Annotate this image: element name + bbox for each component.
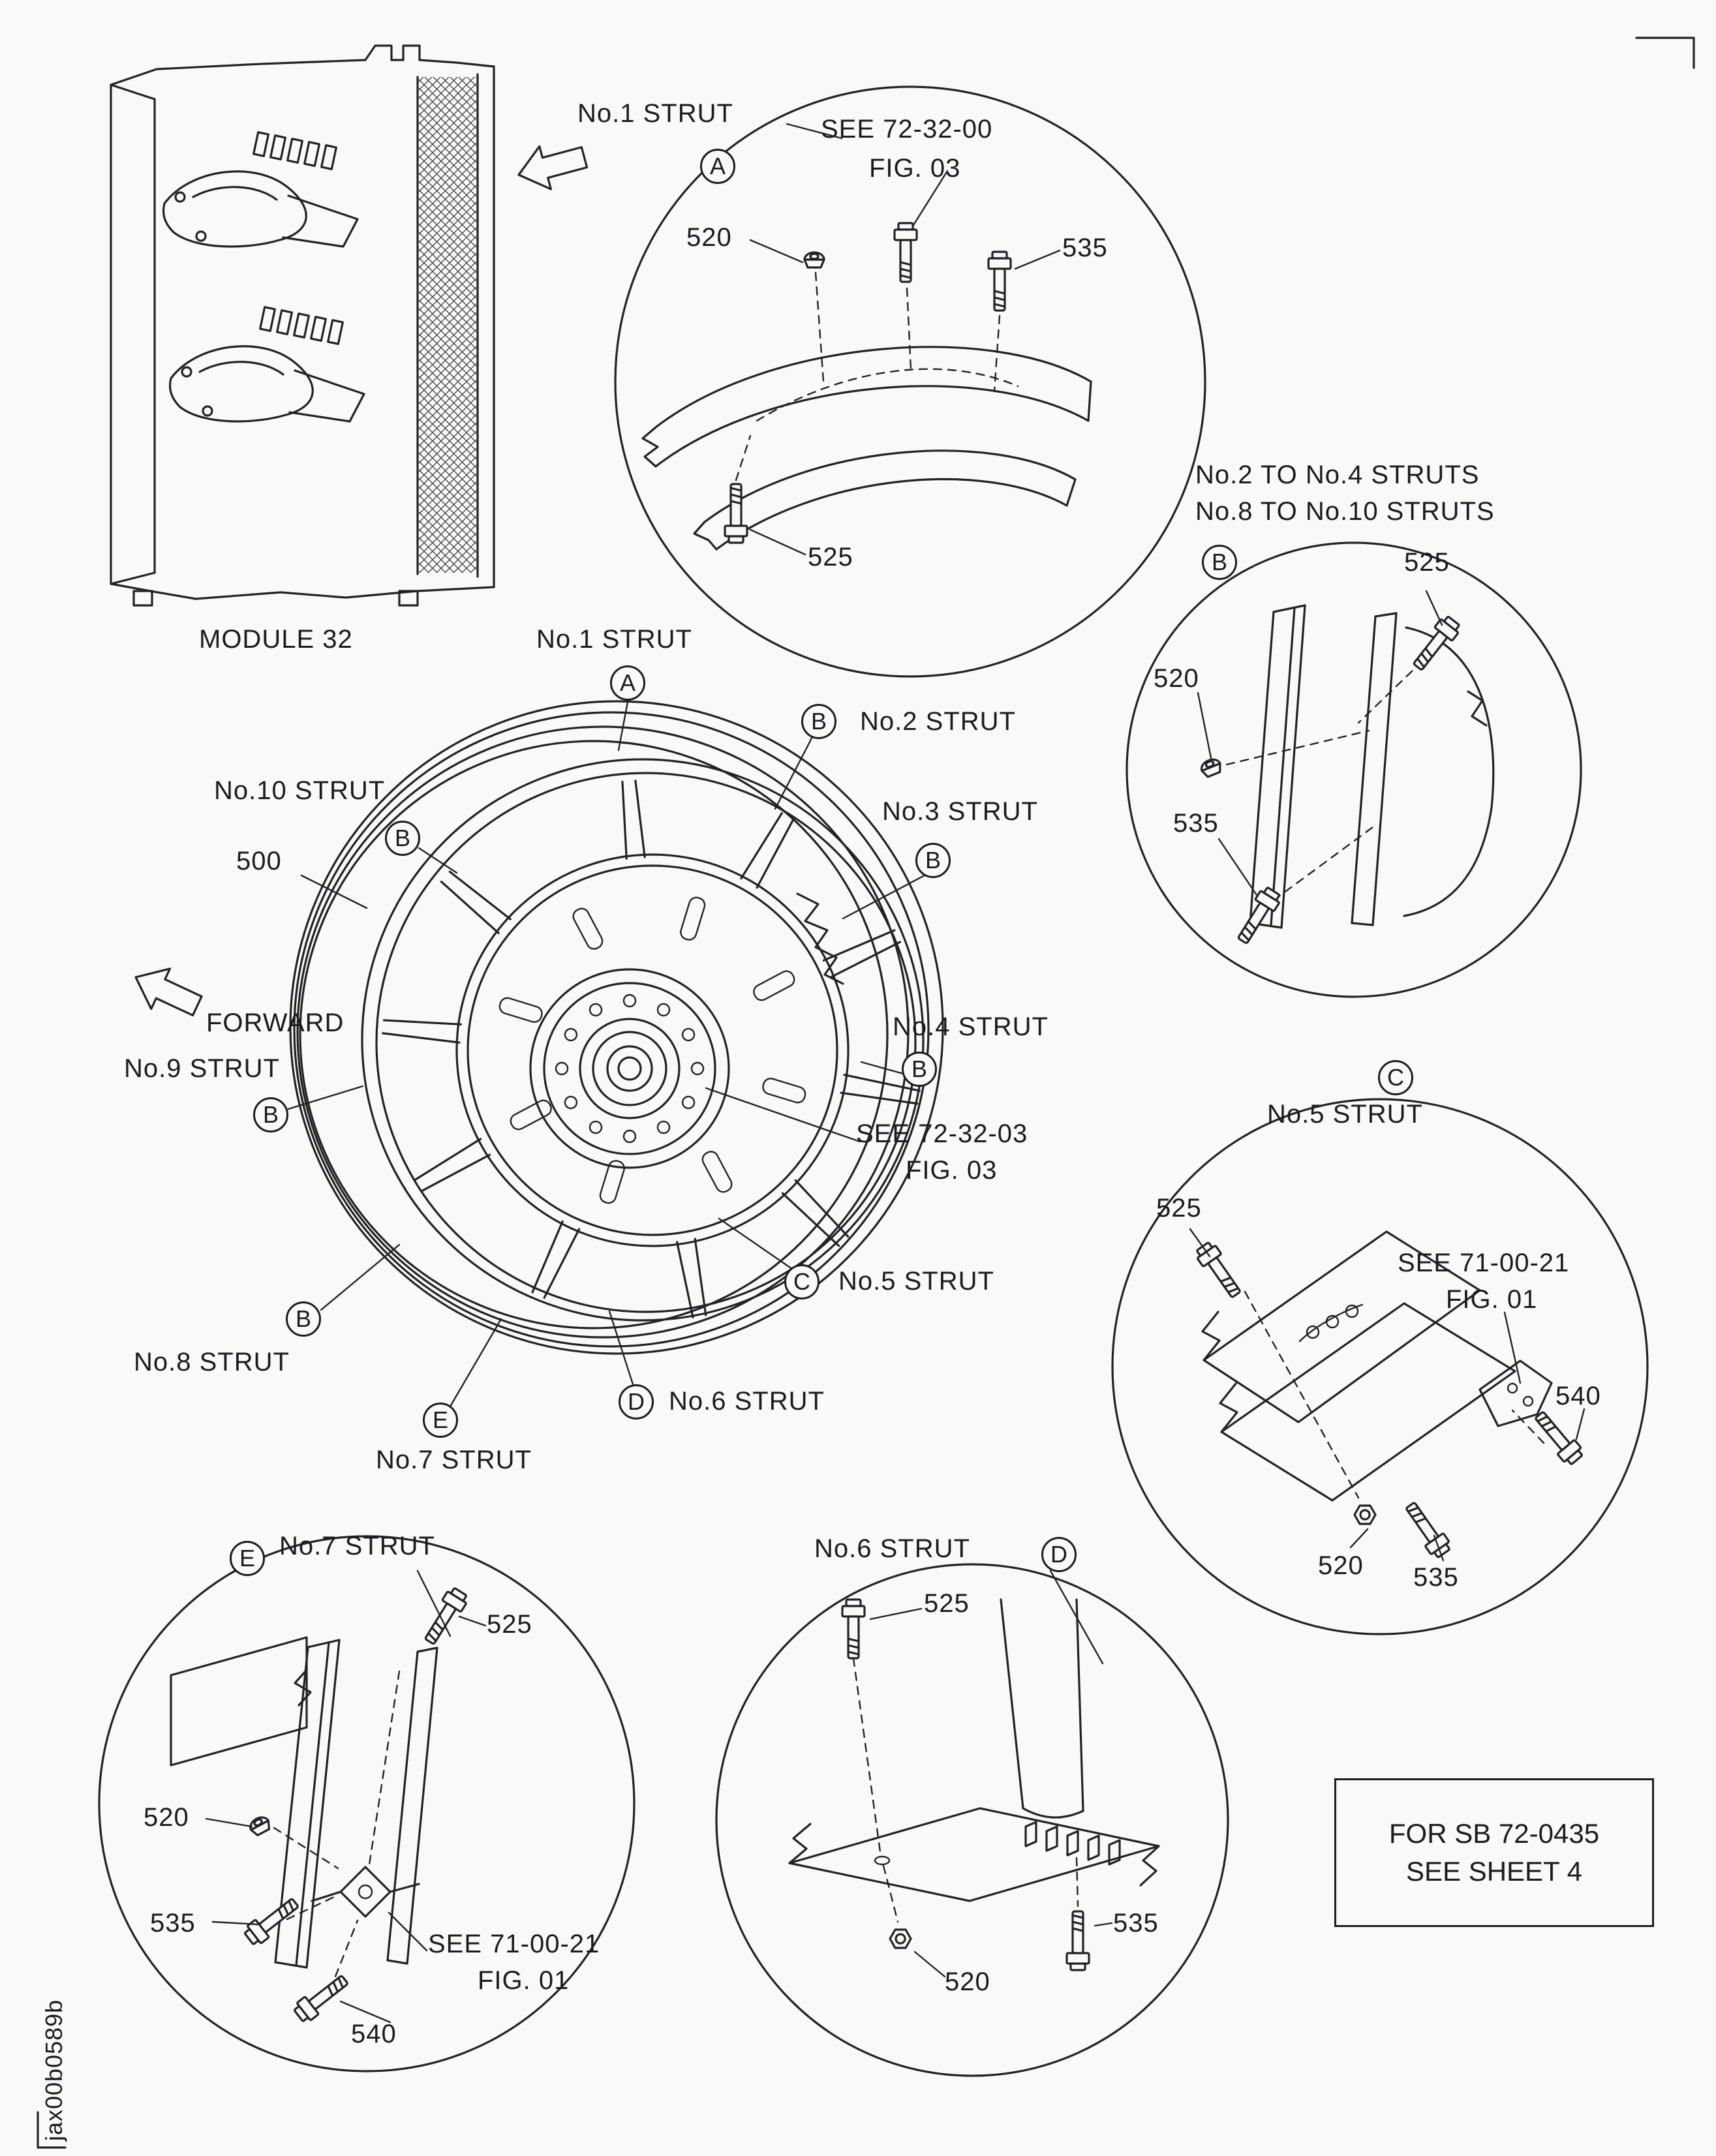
detail-e-title: No.7 STRUT (279, 1532, 435, 1560)
bolt-535-detail-e (241, 1892, 303, 1949)
main-strut3-label: No.3 STRUT (882, 797, 1038, 826)
detail-e-part-525: 525 (487, 1610, 532, 1639)
hub-bolt-holes (555, 994, 705, 1144)
main-strut6-label: No.6 STRUT (669, 1387, 825, 1416)
detail-a-see-fig: FIG. 03 (869, 154, 961, 183)
detail-e-view (98, 1535, 636, 2072)
nut-520-detail-c (1353, 1504, 1377, 1525)
main-strut2-badge: B (801, 704, 836, 739)
detail-c-title: No.5 STRUT (1267, 1100, 1423, 1129)
main-see-ref: SEE 72-32-03 (856, 1119, 1028, 1148)
bolt-535-detail-c (1400, 1498, 1454, 1561)
forward-label: FORWARD (206, 1009, 345, 1037)
detail-b-badge: B (1202, 545, 1237, 580)
note-line2: SEE SHEET 4 (1405, 1856, 1582, 1887)
main-strut9-label: No.9 STRUT (124, 1054, 280, 1083)
drawing-number: jax00b0589b (40, 1999, 67, 2141)
main-strut7-badge: E (423, 1403, 458, 1438)
nut-520-detail-d (889, 1928, 912, 1949)
bolt-525-detail-e (419, 1585, 471, 1648)
strut-vanes (382, 780, 921, 1319)
detail-c-see-ref: SEE 71-00-21 (1398, 1249, 1570, 1277)
detail-e-badge: E (230, 1541, 265, 1576)
main-strut4-label: No.4 STRUT (893, 1012, 1049, 1041)
bolt-535-detail-d (1065, 1910, 1090, 1971)
detail-b-title-line1: No.2 TO No.4 STRUTS (1195, 461, 1480, 489)
detail-d-part-525: 525 (924, 1589, 970, 1618)
detail-c-part-540: 540 (1555, 1382, 1601, 1410)
torn-edge (796, 892, 844, 985)
corner-marks (37, 37, 1695, 2149)
detail-c-part-520: 520 (1318, 1551, 1364, 1580)
detail-d-part-535: 535 (1113, 1909, 1159, 1937)
detail-b-part-520: 520 (1154, 664, 1199, 693)
bolt-center-detail-a (893, 222, 918, 283)
detail-c-badge: C (1378, 1060, 1413, 1095)
service-bulletin-note: FOR SB 72-0435 SEE SHEET 4 (1334, 1778, 1654, 1927)
bolt-525-detail-c (1192, 1239, 1247, 1302)
module-32-section (110, 44, 591, 607)
detail-b-part-525: 525 (1404, 548, 1450, 577)
bolt-535-detail-a (987, 251, 1012, 312)
detail-c-view (1111, 1098, 1649, 1635)
main-strut3-badge: B (915, 843, 951, 878)
detail-d-part-520: 520 (945, 1967, 990, 1996)
main-strut6-badge: D (619, 1384, 654, 1420)
detail-e-part-540: 540 (351, 2020, 397, 2048)
bolt-540-detail-e (290, 1969, 353, 2026)
main-see-fig: FIG. 03 (906, 1156, 998, 1185)
main-strut1-label: No.1 STRUT (536, 625, 692, 654)
module-caption: MODULE 32 (199, 625, 353, 654)
detail-a-badge: A (700, 149, 735, 184)
detail-c-see-fig: FIG. 01 (1446, 1285, 1538, 1314)
main-strut8-badge: B (286, 1301, 321, 1337)
bolt-525-detail-b (1407, 613, 1464, 675)
grommet-520-detail-e (246, 1813, 273, 1838)
combustor-upper (162, 131, 359, 248)
detail-a-view (614, 85, 1206, 678)
main-strut5-label: No.5 STRUT (838, 1267, 994, 1296)
detail-e-see-ref: SEE 71-00-21 (428, 1930, 600, 1958)
grommet-520-detail-a (803, 251, 825, 269)
detail-a-part-525: 525 (808, 543, 853, 571)
detail-b-view (1126, 541, 1582, 998)
detail-b-title-line2: No.8 TO No.10 STRUTS (1195, 497, 1495, 526)
detail-e-part-520: 520 (144, 1803, 189, 1832)
note-line1: FOR SB 72-0435 (1388, 1818, 1600, 1849)
grommet-520-detail-b (1198, 755, 1225, 780)
main-strut9-badge: B (253, 1097, 288, 1132)
main-fan-frame-view (125, 700, 944, 1355)
detail-a-see-ref: SEE 72-32-00 (821, 115, 993, 144)
detail-d-view (715, 1563, 1229, 2077)
leader-lines (205, 123, 1586, 2024)
combustor-lower (168, 306, 365, 423)
detail-d-badge: D (1041, 1537, 1077, 1572)
detail-d-title: No.6 STRUT (814, 1534, 970, 1563)
spoke-plate-slots (498, 896, 806, 1204)
bolt-535-detail-b (1232, 884, 1284, 948)
main-part-500: 500 (236, 847, 282, 875)
detail-e-see-fig: FIG. 01 (478, 1966, 570, 1995)
main-strut8-label: No.8 STRUT (134, 1348, 290, 1376)
detail-c-part-525: 525 (1156, 1194, 1202, 1222)
main-strut7-label: No.7 STRUT (376, 1446, 532, 1474)
detail-a-title: No.1 STRUT (577, 99, 733, 128)
main-strut1-badge: A (610, 665, 645, 701)
bolt-525-detail-a (724, 483, 748, 544)
main-strut5-badge: C (784, 1264, 820, 1299)
bolt-525-detail-d (841, 1598, 866, 1660)
detail-b-part-535: 535 (1173, 809, 1219, 838)
main-strut4-badge: B (902, 1052, 937, 1087)
main-strut2-label: No.2 STRUT (860, 707, 1016, 736)
main-strut10-label: No.10 STRUT (214, 776, 386, 805)
module-direction-arrow-icon (512, 134, 591, 198)
detail-a-part-520: 520 (686, 223, 732, 252)
detail-e-part-535: 535 (150, 1909, 196, 1937)
forward-arrow-icon (125, 956, 208, 1027)
detail-a-part-535: 535 (1062, 234, 1108, 262)
main-strut10-badge: B (385, 821, 420, 856)
detail-c-part-535: 535 (1413, 1563, 1459, 1592)
